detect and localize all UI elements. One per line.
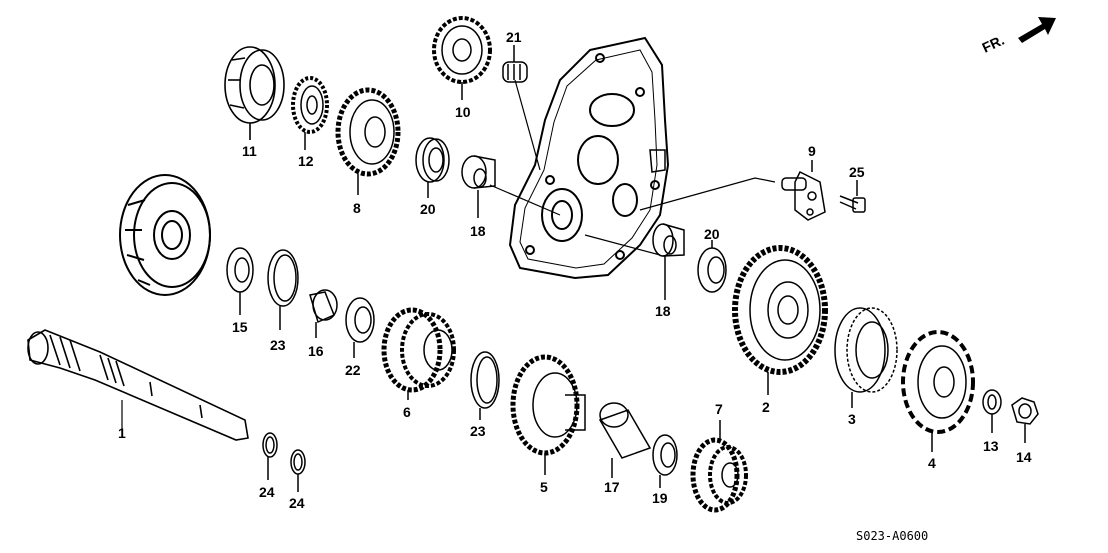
callout-9: 9 bbox=[808, 143, 816, 159]
callout-7: 7 bbox=[715, 401, 723, 417]
callout-25: 25 bbox=[849, 164, 865, 180]
callout-18-upper: 18 bbox=[470, 223, 486, 239]
diagram-code: S023-A0600 bbox=[856, 529, 928, 543]
part-1-main-shaft bbox=[27, 329, 249, 441]
part-22-needle-bearing bbox=[345, 297, 375, 358]
callout-17: 17 bbox=[604, 479, 620, 495]
part-18-bearing-lower bbox=[652, 223, 685, 300]
part-2-large-gear bbox=[732, 245, 828, 395]
part-25-bolt bbox=[839, 180, 866, 213]
callout-14: 14 bbox=[1016, 449, 1032, 465]
part-24-washers bbox=[262, 432, 306, 492]
callout-20-upper: 20 bbox=[420, 201, 436, 217]
part-10-gear bbox=[432, 16, 492, 100]
part-9-bracket bbox=[781, 160, 826, 221]
part-21-needle-bearing bbox=[502, 45, 528, 83]
callout-21: 21 bbox=[506, 29, 522, 45]
front-direction-marker: FR. bbox=[980, 17, 1056, 56]
part-15-thrust-washer bbox=[226, 247, 254, 315]
part-17-collar bbox=[598, 402, 652, 478]
callout-labels: 1 2 3 4 5 6 7 8 9 10 11 12 13 14 15 16 1… bbox=[118, 29, 1032, 511]
transmission-housing-plate bbox=[508, 36, 670, 280]
part-16-collar bbox=[309, 289, 338, 338]
callout-4: 4 bbox=[928, 455, 936, 471]
part-11-clutch-drum bbox=[224, 46, 285, 140]
callout-11: 11 bbox=[242, 143, 257, 159]
callout-23-upper: 23 bbox=[270, 337, 286, 353]
leader-lines bbox=[121, 79, 776, 430]
callout-1: 1 bbox=[118, 425, 126, 441]
front-direction-label: FR. bbox=[980, 32, 1007, 56]
callout-10: 10 bbox=[455, 104, 471, 120]
part-20-needle-bearing-lower bbox=[697, 240, 727, 293]
callout-5: 5 bbox=[540, 479, 548, 495]
callout-13: 13 bbox=[983, 438, 999, 454]
part-23-thrust-bearing-lower bbox=[470, 351, 500, 420]
part-4-parking-gear bbox=[901, 330, 975, 452]
callout-20-lower: 20 bbox=[704, 226, 720, 242]
callout-23-lower: 23 bbox=[470, 423, 486, 439]
part-7-gear bbox=[690, 420, 748, 513]
callout-22: 22 bbox=[345, 362, 361, 378]
callout-24-right: 24 bbox=[289, 495, 305, 511]
part-13-washer bbox=[982, 389, 1002, 433]
part-8-gear bbox=[335, 87, 401, 195]
callout-16: 16 bbox=[308, 343, 324, 359]
part-23-thrust-bearing-upper bbox=[267, 249, 299, 330]
callout-8: 8 bbox=[353, 200, 361, 216]
part-20-needle-bearing-upper bbox=[415, 137, 450, 198]
callout-3: 3 bbox=[848, 411, 856, 427]
callout-24-left: 24 bbox=[259, 484, 275, 500]
callout-18-lower: 18 bbox=[655, 303, 671, 319]
part-12-gear bbox=[291, 76, 329, 150]
front-arrow-icon bbox=[1018, 17, 1056, 43]
clutch-assembly bbox=[119, 174, 211, 296]
part-5-gear bbox=[510, 354, 586, 475]
callout-6: 6 bbox=[403, 404, 411, 420]
part-3-one-way-clutch bbox=[834, 307, 898, 408]
part-6-gear bbox=[381, 307, 456, 400]
part-14-lock-nut bbox=[1011, 397, 1039, 443]
part-18-bearing-upper bbox=[461, 155, 496, 218]
callout-15: 15 bbox=[232, 319, 248, 335]
callout-12: 12 bbox=[298, 153, 314, 169]
callout-19: 19 bbox=[652, 490, 668, 506]
part-19-needle-bearing bbox=[652, 434, 678, 488]
callout-2: 2 bbox=[762, 399, 770, 415]
